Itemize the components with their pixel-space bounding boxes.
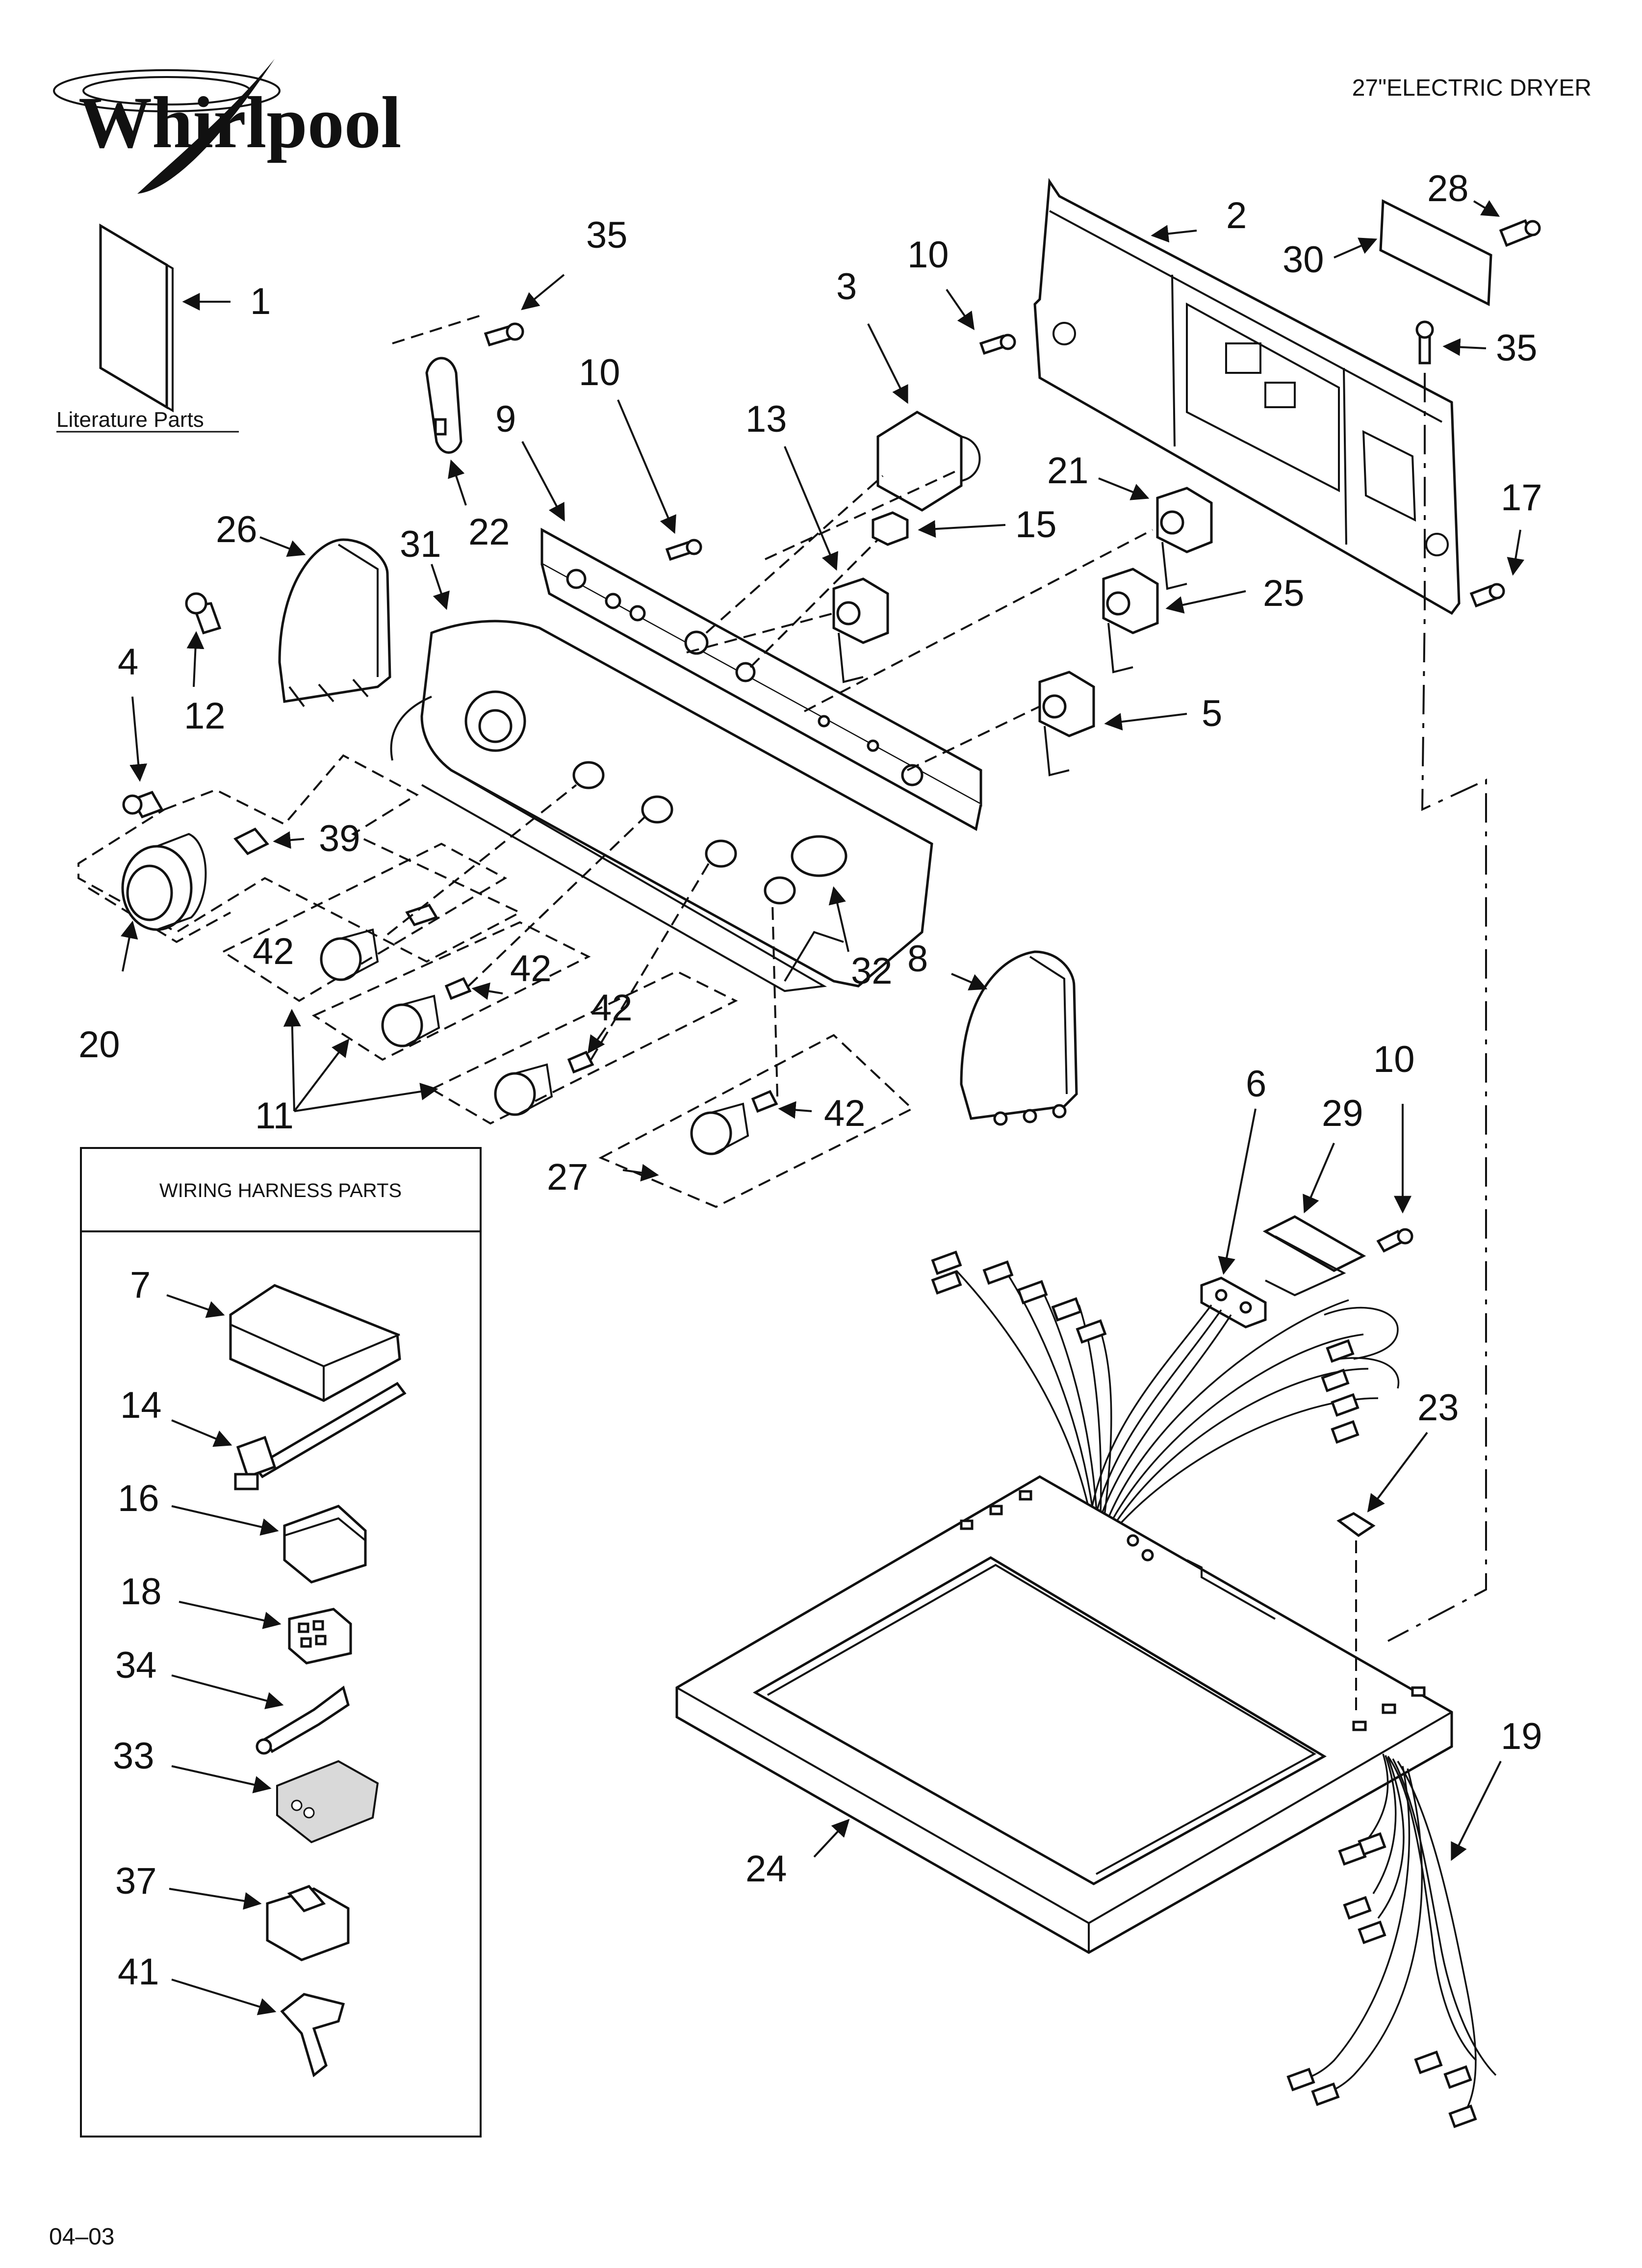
callout-6: 6: [1246, 1063, 1266, 1105]
wiring-harness-upper: [931, 1251, 1400, 1525]
end-cap-right: [960, 950, 1078, 1126]
connector-16: [283, 1505, 367, 1584]
callout-24: 24: [745, 1848, 787, 1890]
callout-21: 21: [1047, 450, 1089, 492]
callout-10-mid: 10: [579, 352, 620, 393]
callout-10-top: 10: [907, 234, 949, 276]
callout-3: 3: [836, 266, 857, 308]
terminal-34: [256, 1685, 350, 1755]
housing-18: [288, 1608, 352, 1665]
callout-27: 27: [547, 1156, 589, 1198]
callout-34: 34: [115, 1644, 157, 1686]
literature-parts-label: Literature Parts: [56, 408, 204, 432]
callout-9: 9: [495, 398, 516, 440]
wiring-harness-lower: [1286, 1753, 1497, 2128]
screw-17: [1469, 583, 1505, 608]
lever-22: [425, 357, 462, 454]
callout-13: 13: [745, 398, 787, 440]
callout-30: 30: [1283, 239, 1324, 281]
callout-10-bottom: 10: [1373, 1039, 1415, 1080]
callout-29: 29: [1322, 1093, 1363, 1134]
callout-28: 28: [1427, 168, 1469, 209]
console-bracket: [540, 527, 982, 831]
screw-10-mid: [665, 539, 702, 561]
console-back-panel: [1033, 178, 1461, 615]
connector-33: [276, 1760, 379, 1844]
screw-10-top: [979, 334, 1016, 355]
callout-4: 4: [118, 641, 138, 683]
switch-25: [1102, 568, 1159, 674]
callout-17: 17: [1501, 477, 1542, 519]
switch-13: [832, 577, 889, 683]
callout-41: 41: [118, 1951, 159, 1993]
callout-23: 23: [1417, 1387, 1459, 1429]
callout-15: 15: [1015, 504, 1057, 546]
callout-14: 14: [120, 1384, 162, 1426]
knob-42c: [494, 1050, 594, 1116]
harness-box-title: WIRING HARNESS PARTS: [159, 1180, 402, 1201]
screw-35-right: [1415, 320, 1434, 365]
connector-block-7: [229, 1284, 401, 1402]
callout-33: 33: [113, 1735, 154, 1777]
callout-18: 18: [120, 1571, 162, 1613]
callout-42-a: 42: [253, 931, 294, 972]
screw-10-bottom: [1376, 1228, 1413, 1253]
callout-12: 12: [184, 695, 226, 737]
switch-21: [1156, 487, 1213, 590]
callout-7: 7: [130, 1264, 151, 1306]
callout-42-c: 42: [591, 987, 633, 1029]
model-label: 27"ELECTRIC DRYER: [1352, 75, 1591, 101]
callout-2: 2: [1226, 195, 1247, 236]
label-29: [1262, 1215, 1366, 1297]
callout-1: 1: [250, 281, 271, 322]
spring-39: [233, 827, 269, 856]
clip-41: [280, 1993, 345, 2078]
wiring-harness-box: WIRING HARNESS PARTS: [80, 1147, 482, 2138]
callout-20: 20: [78, 1024, 120, 1066]
callout-26: 26: [216, 509, 257, 550]
callout-37: 37: [115, 1860, 157, 1902]
screw-12: [185, 592, 222, 635]
callout-32: 32: [851, 950, 893, 992]
callout-35-left: 35: [586, 214, 628, 256]
switch-5: [1038, 671, 1095, 777]
callout-22: 22: [468, 511, 510, 553]
cable-tie-14: [234, 1382, 407, 1490]
callout-25: 25: [1263, 573, 1305, 614]
terminal-block-6: [1200, 1277, 1267, 1329]
knob-42b: [381, 977, 472, 1047]
callout-19: 19: [1501, 1716, 1542, 1757]
mounting-bracket: [1379, 199, 1492, 306]
control-console: [390, 620, 933, 992]
screw-4: [122, 790, 164, 819]
callout-8: 8: [907, 938, 928, 980]
whirlpool-logo: Whirlpool: [53, 59, 401, 194]
screw-28: [1499, 219, 1541, 247]
callout-16: 16: [118, 1478, 159, 1519]
literature-booklet: [99, 223, 174, 413]
switch-15: [872, 511, 909, 546]
knob-42d: [690, 1090, 778, 1155]
callout-42-b: 42: [510, 948, 552, 990]
brand-name: Whirlpool: [78, 82, 401, 163]
dryer-top-panel: [675, 1475, 1453, 1954]
callout-5: 5: [1202, 693, 1222, 734]
clip-23: [1336, 1512, 1376, 1538]
screw-35-left: [484, 322, 524, 347]
callout-31: 31: [400, 523, 441, 565]
knob-42a: [320, 903, 438, 981]
callout-42-d: 42: [824, 1093, 866, 1134]
knob-20: [121, 833, 207, 931]
connector-37: [266, 1885, 350, 1961]
callout-39: 39: [319, 818, 360, 860]
timer-switch: [876, 411, 981, 512]
end-cap-left: [278, 538, 391, 707]
callout-35-right: 35: [1496, 327, 1538, 369]
callout-11: 11: [255, 1095, 294, 1137]
footer-code: 04–03: [49, 2224, 114, 2250]
